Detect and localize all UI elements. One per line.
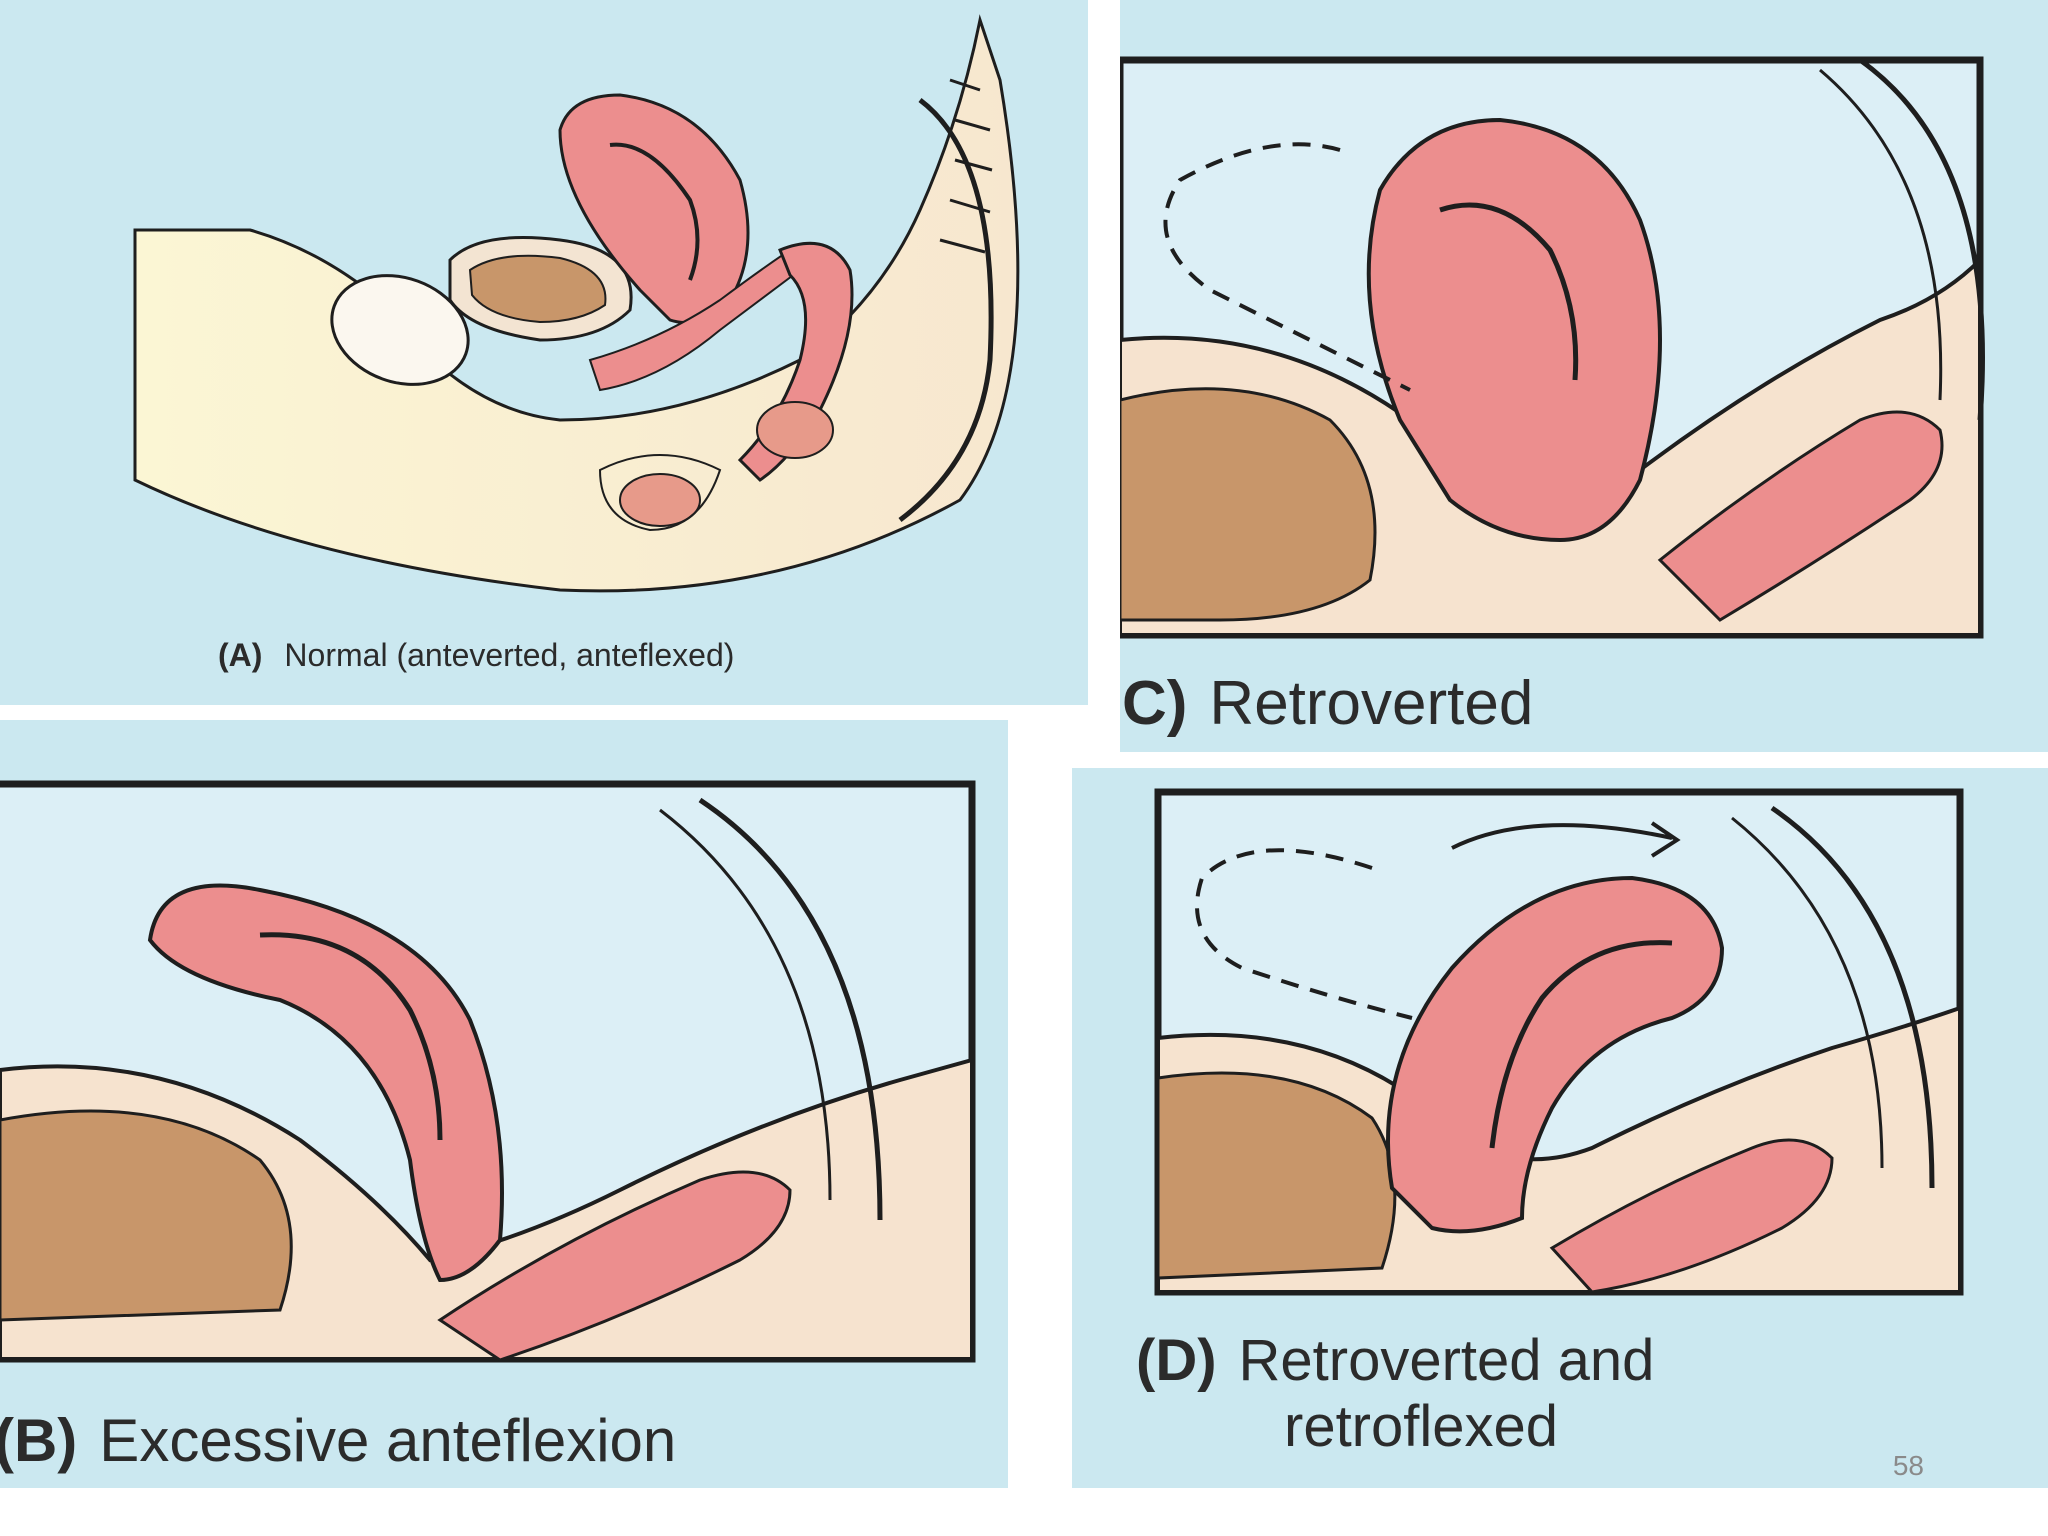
- caption-d-label-line2: retroflexed: [1284, 1394, 1559, 1459]
- panel-c-retroverted: C) Retroverted: [1120, 0, 2048, 752]
- caption-a: (A) Normal (anteverted, anteflexed): [218, 637, 734, 674]
- panel-d-retroverted-retroflexed: (D) Retroverted and retroflexed: [1072, 768, 2048, 1488]
- illustration-normal-pelvis: [133, 14, 1020, 593]
- slide-number: 58: [1892, 1450, 1924, 1481]
- caption-c-label: Retroverted: [1209, 669, 1534, 738]
- caption-a-tag: (A): [218, 637, 263, 673]
- illustration-retroverted-retroflexed: [1154, 788, 1964, 1296]
- caption-c-tag: C): [1122, 669, 1188, 738]
- panel-a-normal: (A) Normal (anteverted, anteflexed): [0, 0, 1088, 705]
- panel-b-excessive-anteflexion: (B) Excessive anteflexion: [0, 720, 1008, 1488]
- caption-b-tag: (B): [0, 1407, 78, 1474]
- caption-d: (D) Retroverted and retroflexed: [1136, 1328, 1654, 1460]
- illustration-retroverted: [1120, 56, 1985, 639]
- caption-d-tag: (D): [1136, 1328, 1217, 1393]
- illustration-excessive-anteflexion: [0, 780, 976, 1363]
- caption-d-label-line1: Retroverted and: [1238, 1328, 1655, 1393]
- caption-b: (B) Excessive anteflexion: [0, 1406, 676, 1475]
- caption-b-label: Excessive anteflexion: [99, 1407, 677, 1474]
- caption-a-label: Normal (anteverted, anteflexed): [284, 637, 735, 673]
- caption-c: C) Retroverted: [1122, 668, 1533, 739]
